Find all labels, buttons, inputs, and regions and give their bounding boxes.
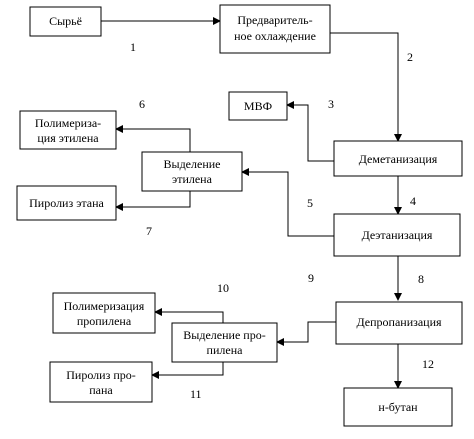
step-number-10: 10 [217, 281, 229, 295]
arrow-sep-prop-to-poly-prop [154, 308, 224, 323]
step-number-9: 9 [308, 271, 314, 285]
box-deeth-label: Деэтанизация [362, 228, 433, 242]
box-mvf: МВФ [228, 91, 288, 121]
box-poly-eth-label-2: ция этилена [37, 131, 99, 145]
step-number-12: 12 [422, 357, 434, 371]
box-raw-label: Сырьё [49, 14, 82, 28]
box-pyr-prop-label-2: пана [89, 383, 113, 397]
box-raw: Сырьё [29, 6, 102, 37]
box-poly-prop: Полимеризация пропилена [52, 292, 156, 334]
step-number-3: 3 [328, 97, 334, 111]
box-sep-eth-label-1: Выделение [164, 157, 221, 171]
arrow-demeth-to-mvf [286, 101, 334, 162]
arrow-deprop-to-sep-prop [276, 321, 336, 346]
box-poly-eth: Полимериза- ция этилена [19, 110, 117, 150]
box-deeth: Деэтанизация [333, 213, 461, 257]
step-number-5: 5 [307, 196, 313, 210]
box-precool: Предваритель- ное охлаждение [219, 4, 331, 54]
step-number-2: 2 [407, 50, 413, 64]
step-number-7: 7 [146, 224, 152, 238]
box-demeth: Деметанизация [333, 140, 463, 177]
box-poly-eth-label-1: Полимериза- [35, 116, 101, 130]
box-pyr-prop-label-1: Пиролиз про- [66, 368, 136, 382]
box-sep-eth-label-2: этилена [172, 172, 213, 186]
step-number-11: 11 [190, 387, 202, 401]
step-number-6: 6 [139, 97, 145, 111]
step-number-4: 4 [410, 194, 416, 208]
step-number-8: 8 [418, 272, 424, 286]
box-pyr-ethane: Пиролиз этана [16, 185, 117, 221]
box-deprop-label: Депропанизация [356, 315, 442, 329]
box-mvf-label: МВФ [244, 99, 272, 113]
box-poly-prop-label-1: Полимеризация [64, 299, 145, 313]
arrow-sep-eth-to-pyr-ethane [115, 191, 191, 211]
step-number-1: 1 [130, 40, 136, 54]
box-precool-label-1: Предваритель- [237, 13, 312, 27]
box-butane: н-бутан [343, 387, 453, 427]
box-deprop: Депропанизация [335, 301, 463, 345]
box-precool-label-2: ное охлаждение [234, 29, 316, 43]
box-sep-prop: Выделение про- пилена [171, 322, 278, 363]
arrow-precool-to-demeth [330, 32, 402, 142]
box-sep-eth: Выделение этилена [141, 151, 243, 192]
box-poly-prop-label-2: пропилена [77, 314, 132, 328]
box-demeth-label: Деметанизация [359, 152, 438, 166]
box-sep-prop-label-2: пилена [207, 343, 244, 357]
box-butane-label: н-бутан [378, 400, 418, 414]
arrow-sep-eth-to-poly-eth [115, 125, 191, 152]
arrow-deeth-to-sep-eth [241, 168, 334, 237]
box-pyr-ethane-label: Пиролиз этана [29, 196, 104, 210]
arrow-sep-prop-to-pyr-prop [151, 362, 224, 379]
box-sep-prop-label-1: Выделение про- [183, 328, 265, 342]
box-pyr-prop: Пиролиз про- пана [49, 361, 153, 403]
